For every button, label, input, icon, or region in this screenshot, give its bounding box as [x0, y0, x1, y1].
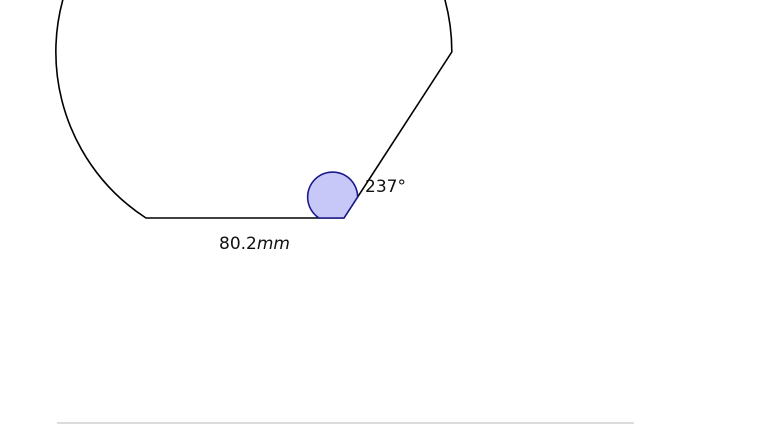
angle-marker — [306, 171, 359, 219]
radius-unit: mm — [257, 234, 290, 254]
radius-value: 80.2 — [219, 234, 257, 254]
radius-label: 80.2mm — [219, 234, 290, 254]
angle-label: 237° — [365, 177, 406, 197]
sector-outline — [55, 0, 453, 219]
